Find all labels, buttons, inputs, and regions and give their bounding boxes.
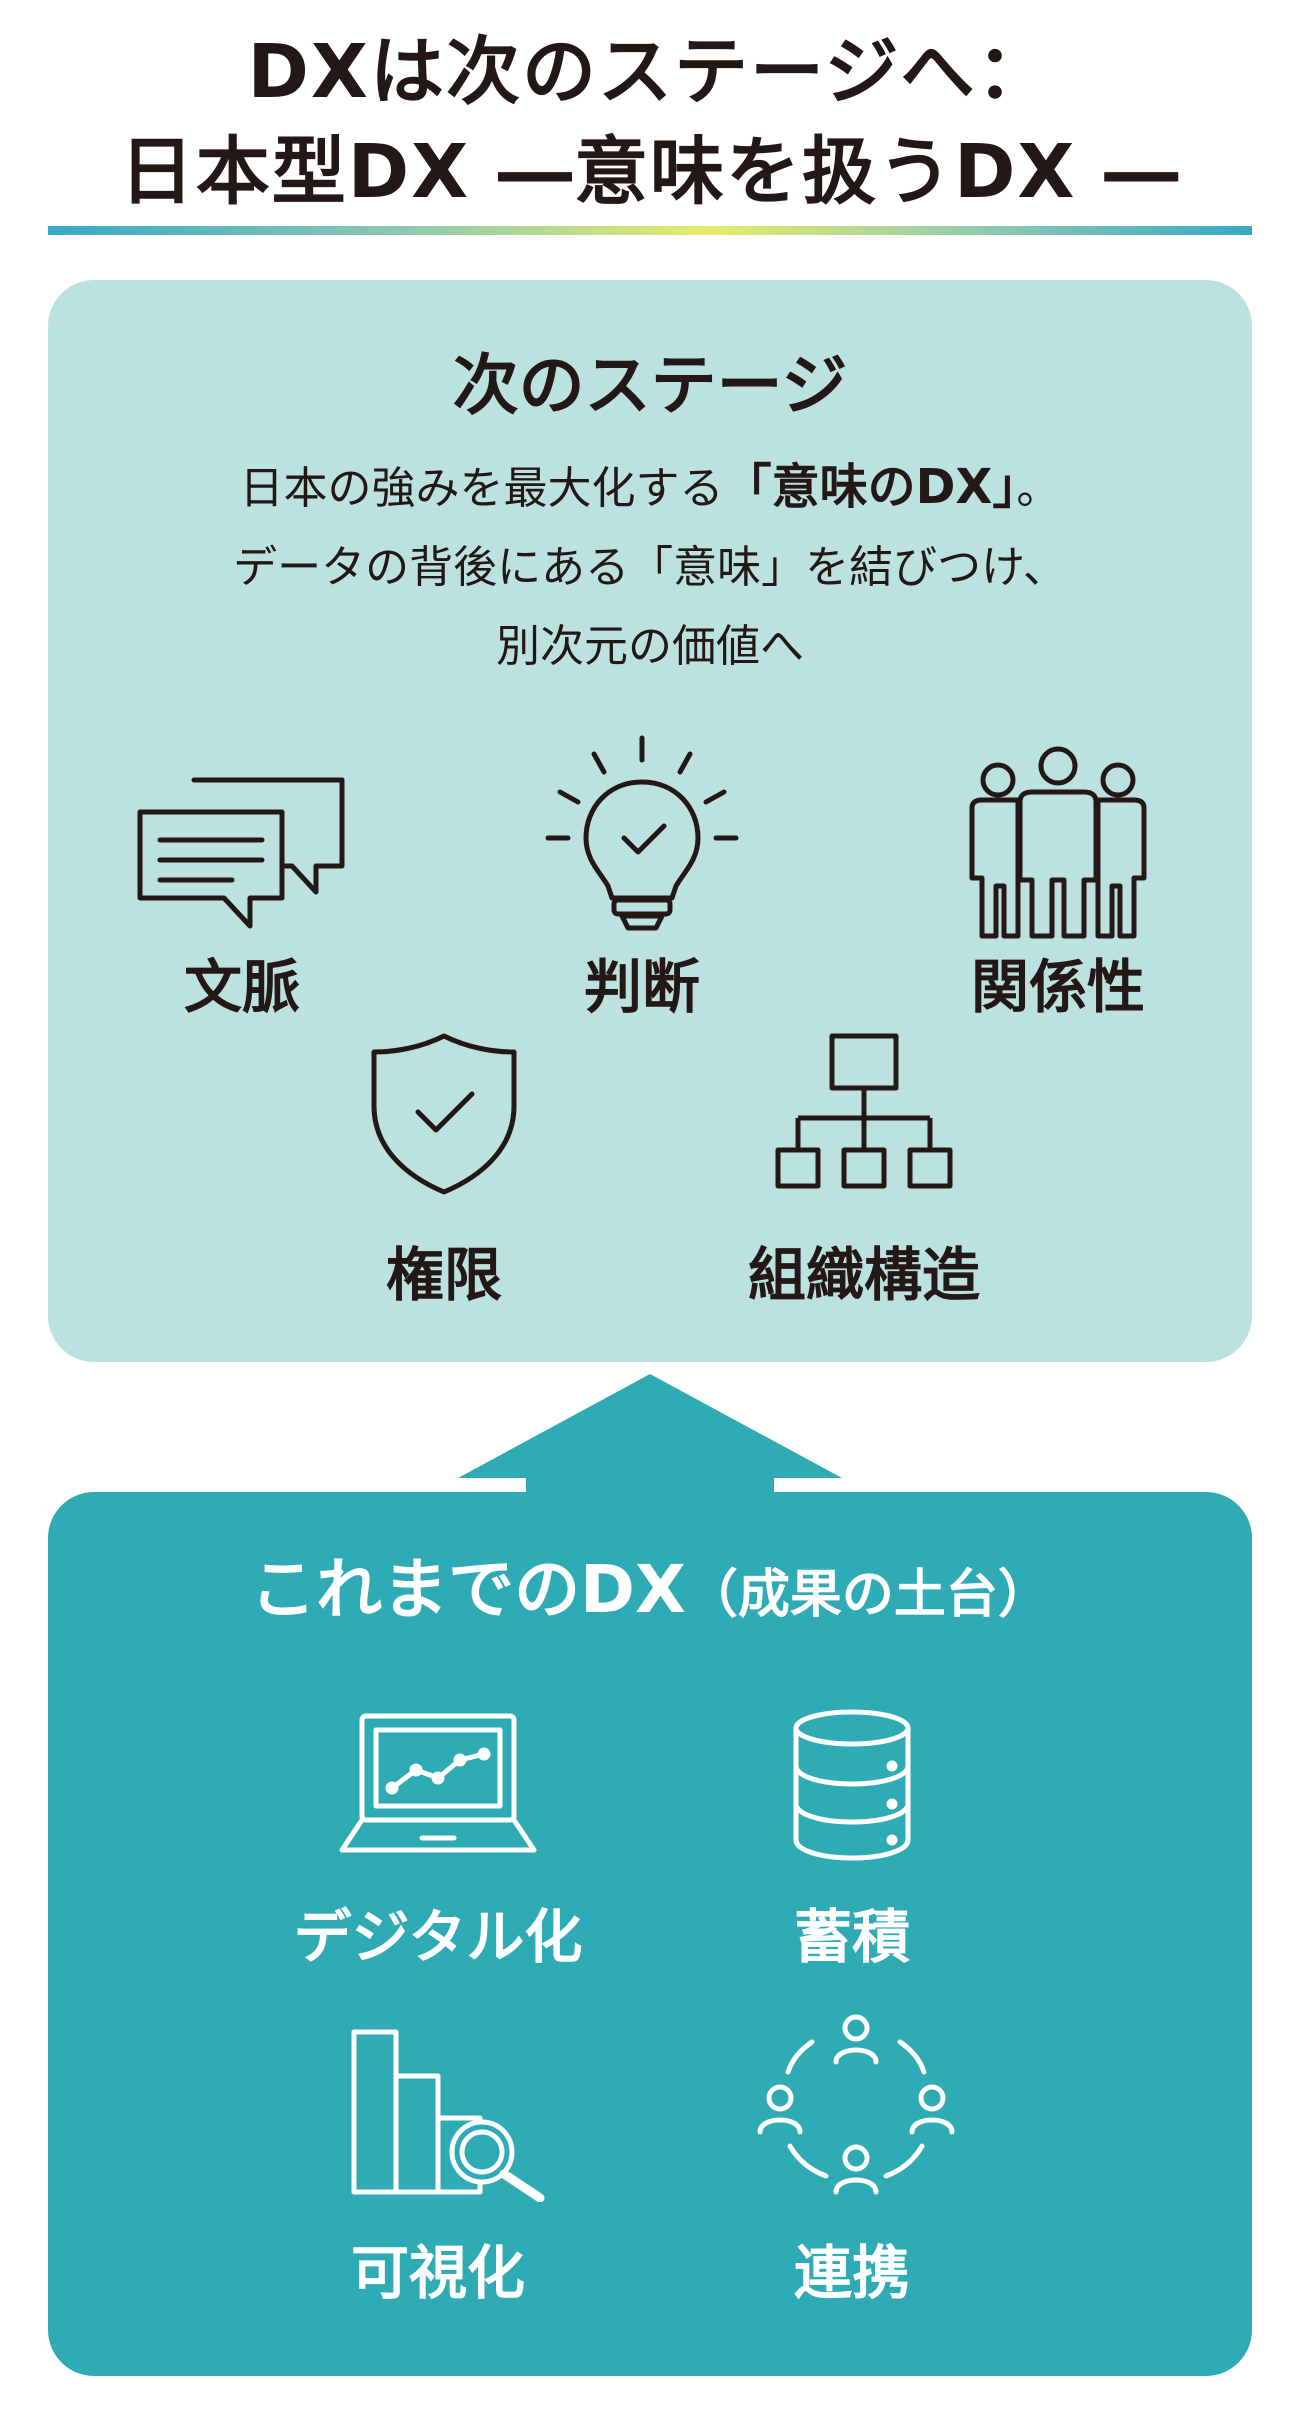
lightbulb-check-icon (542, 730, 742, 940)
next-item-label-context: 文脈 (183, 953, 300, 1021)
title-line-2: 日本型DX ―意味を扱うDX ― (119, 129, 1181, 215)
next-item-label-org-structure: 組織構造 (747, 1241, 980, 1309)
next-item-label-relationship: 関係性 (970, 953, 1145, 1021)
next-desc-line-2: データの背後にある「意味」を結びつけ、 (233, 542, 1067, 593)
next-desc-line-1-pre: 日本の強みを最大化する (239, 463, 724, 514)
title-line-1: DXは次のステージへ： (247, 29, 1053, 115)
next-item-label-judgment: 判断 (583, 953, 700, 1021)
past-dx-panel: これまでのDX（成果の土台） デジタル化 蓄積 (48, 1492, 1252, 2376)
people-network-icon (756, 2008, 956, 2208)
chat-bubbles-icon (132, 760, 356, 940)
people-group-icon (958, 730, 1158, 940)
next-desc-line-1: 日本の強みを最大化する「意味のDX」。 (48, 448, 1252, 528)
next-item-label-authority: 権限 (385, 1241, 502, 1309)
shield-check-icon (364, 1028, 524, 1198)
bar-chart-magnifier-icon (344, 2022, 554, 2202)
past-item-label-accumulation: 蓄積 (793, 1903, 910, 1971)
title-gradient-rule (48, 226, 1252, 235)
past-item-label-integration: 連携 (793, 2239, 910, 2307)
next-stage-heading: 次のステージ (452, 347, 848, 424)
database-icon (782, 1704, 922, 1864)
next-desc-line-1-post: 。 (1016, 463, 1061, 514)
next-stage-description: 日本の強みを最大化する「意味のDX」。 データの背後にある「意味」を結びつけ、 … (48, 448, 1252, 686)
past-item-label-digitalization: デジタル化 (293, 1903, 583, 1971)
past-dx-heading-main: これまでのDX (250, 1551, 686, 1628)
past-item-label-visualization: 可視化 (350, 2239, 525, 2307)
page-title: DXは次のステージへ： 日本型DX ―意味を扱うDX ― (0, 22, 1300, 222)
laptop-chart-icon (338, 1710, 538, 1860)
next-desc-line-3: 別次元の価値へ (496, 621, 804, 672)
past-dx-heading-sub: （成果の土台） (685, 1565, 1050, 1625)
past-dx-heading: これまでのDX（成果の土台） (48, 1536, 1252, 1632)
org-chart-icon (774, 1028, 954, 1198)
next-desc-line-1-emph: 「意味のDX」 (723, 459, 1017, 515)
next-stage-panel: 次のステージ 日本の強みを最大化する「意味のDX」。 データの背後にある「意味」… (48, 280, 1252, 1362)
